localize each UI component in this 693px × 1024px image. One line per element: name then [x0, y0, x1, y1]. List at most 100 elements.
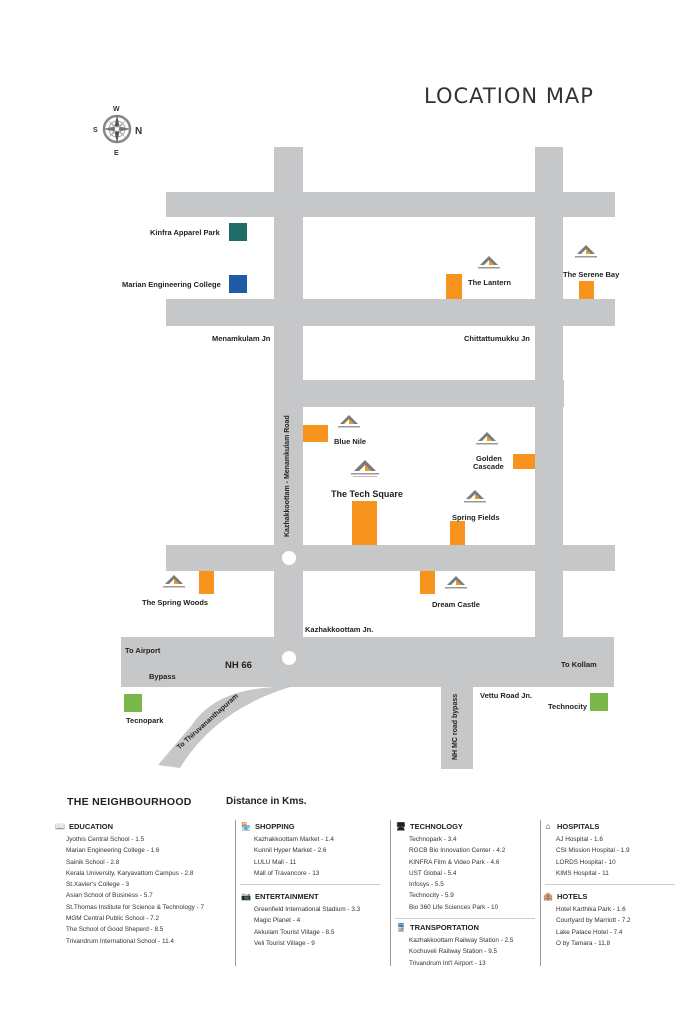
- blue-nile-logo: [338, 415, 360, 428]
- compass-icon: W S N E: [93, 106, 142, 155]
- spring-fields-logo: [464, 490, 486, 503]
- hotels-heading: HOTELS: [557, 891, 588, 901]
- list-item: Kazhakkoottam Railway Station - 2.5: [409, 937, 514, 944]
- list-item: Asian School of Business - 5.7: [66, 892, 153, 900]
- section-divider: [545, 884, 675, 885]
- list-item: MGM Central Public School - 7.2: [66, 915, 160, 923]
- list-item: UST Global - 5.4: [409, 869, 457, 877]
- tecnopark-label: Tecnopark: [126, 716, 164, 725]
- road-right: [535, 147, 563, 637]
- neighbourhood-title: THE NEIGHBOURHOOD: [67, 796, 192, 808]
- nh-mc-road-label: NH MC road bypass: [452, 693, 459, 760]
- hospitals-heading: HOSPITALS: [557, 821, 600, 831]
- list-item: Infosys - 5.5: [409, 881, 444, 889]
- vettu-road-label: Vettu Road Jn.: [480, 691, 533, 700]
- list-item: CSI Mission Hospital - 1.9: [556, 847, 630, 855]
- shopping-heading: SHOPPING: [255, 821, 295, 831]
- technology-section: 🖥 TECHNOLOGY Technopark - 3.4 RGCB Bio I…: [395, 820, 505, 913]
- list-item: Kunnil Hyper Market - 2.6: [254, 847, 327, 855]
- column-divider: [235, 820, 236, 966]
- dream-castle-marker: [420, 571, 435, 594]
- compass-east: E: [114, 150, 119, 155]
- technology-heading: TECHNOLOGY: [410, 821, 463, 831]
- golden-cascade-label-line2: Cascade: [473, 462, 504, 471]
- shopping-section: 🏪 SHOPPING Kazhakkoottam Market - 1.4 Ku…: [240, 820, 334, 879]
- road-nh-mc-bypass: [441, 687, 473, 769]
- road-bypass-curve: [158, 687, 290, 768]
- list-item: Technopark - 3.4: [409, 836, 457, 843]
- hospitals-heading-row: ⌂ HOSPITALS: [542, 820, 630, 832]
- hotel-icon: 🏨: [543, 891, 553, 901]
- tech-square-label: The Tech Square: [331, 489, 403, 499]
- hospitals-list: AJ Hospital - 1.6 CSI Mission Hospital -…: [542, 834, 630, 879]
- shopping-list: Kazhakkoottam Market - 1.4 Kunnil Hyper …: [240, 834, 334, 879]
- kazhakkoottam-jn-label: Kazhakkoottam Jn.: [305, 625, 374, 634]
- to-airport-label: To Airport: [125, 646, 161, 655]
- list-item: Bio 360 Life Sciences Park - 10: [409, 903, 499, 911]
- compass-south: S: [93, 127, 98, 134]
- lantern-label: The Lantern: [468, 278, 511, 287]
- kinfra-marker: [229, 223, 247, 241]
- lantern-logo: [478, 256, 500, 269]
- transportation-heading: TRANSPORTATION: [410, 922, 479, 932]
- hospitals-section: ⌂ HOSPITALS AJ Hospital - 1.6 CSI Missio…: [542, 820, 630, 879]
- serene-bay-logo: [575, 245, 597, 258]
- hospital-icon: ⌂: [545, 821, 551, 831]
- spring-woods-label: The Spring Woods: [142, 598, 209, 607]
- entertainment-section: 📷 ENTERTAINMENT Greenfield International…: [240, 890, 360, 949]
- education-heading: EDUCATION: [69, 821, 114, 831]
- brand-logos: [163, 245, 597, 589]
- compass-west: W: [113, 106, 120, 113]
- list-item: RGCB Bio Innovation Center - 4.2: [409, 847, 506, 855]
- list-item: Magic Planet - 4: [254, 917, 301, 925]
- list-item: Hotel Karthika Park - 1.6: [556, 906, 626, 913]
- list-item: O by Tamara - 11.8: [556, 939, 611, 947]
- kinfra-label: Kinfra Apparel Park: [150, 228, 220, 237]
- golden-cascade-label-line1: Golden: [476, 454, 502, 463]
- list-item: Technocity - 5.9: [409, 892, 454, 900]
- spring-fields-label: Spring Fields: [452, 513, 500, 522]
- list-item: LORDS Hospital - 10: [556, 858, 616, 866]
- transportation-heading-row: 🚆 TRANSPORTATION: [395, 921, 513, 933]
- list-item: Trivandrum Int'l Airport - 13: [409, 959, 486, 967]
- column-divider: [390, 820, 391, 966]
- golden-cascade-marker: [513, 454, 535, 469]
- education-list: Jyothis Central School - 1.5 Marian Engi…: [54, 834, 204, 947]
- kazhakkoottam-road-label: Kazhakkoottam - Menamkulam Road: [284, 415, 291, 537]
- technocity-marker: [590, 693, 608, 711]
- camera-icon: 📷: [241, 891, 251, 901]
- transportation-section: 🚆 TRANSPORTATION Kazhakkoottam Railway S…: [395, 921, 513, 969]
- list-item: LULU Mall - 11: [254, 858, 297, 866]
- train-icon: 🚆: [396, 922, 406, 932]
- distance-label: Distance in Kms.: [226, 796, 307, 807]
- column-divider: [540, 820, 541, 966]
- technocity-label: Technocity: [548, 702, 588, 711]
- page-title: LOCATION MAP: [424, 84, 594, 108]
- road-middle: [274, 380, 564, 407]
- to-kollam-label: To Kollam: [561, 660, 597, 669]
- list-item: Greenfield International Stadium - 3.3: [254, 906, 361, 913]
- list-item: St.Xavier's College - 3: [66, 881, 130, 889]
- list-item: Sainik School - 2.8: [66, 858, 120, 866]
- entertainment-heading-row: 📷 ENTERTAINMENT: [240, 890, 360, 902]
- list-item: Mall of Travancore - 13: [254, 869, 320, 877]
- list-item: Kerala University, Karyavattom Campus - …: [66, 869, 194, 877]
- tech-square-marker: [352, 501, 377, 545]
- list-item: Kochuveli Railway Station - 9.5: [409, 948, 498, 956]
- golden-cascade-logo: [476, 432, 498, 445]
- list-item: Courtyard by Marriott - 7.2: [556, 917, 631, 925]
- lantern-marker: [446, 274, 462, 299]
- tech-square-logo: [351, 460, 379, 477]
- shop-icon: 🏪: [241, 821, 251, 831]
- roads: [121, 147, 615, 769]
- entertainment-list: Greenfield International Stadium - 3.3 M…: [240, 904, 360, 949]
- spring-fields-marker: [450, 521, 465, 545]
- hotels-section: 🏨 HOTELS Hotel Karthika Park - 1.6 Court…: [542, 890, 631, 949]
- section-divider: [240, 884, 380, 885]
- list-item: AJ Hospital - 1.6: [556, 836, 603, 843]
- serene-bay-label: The Serene Bay: [563, 270, 620, 279]
- technology-list: Technopark - 3.4 RGCB Bio Innovation Cen…: [395, 834, 505, 913]
- blue-nile-marker: [303, 425, 328, 442]
- project-markers: [199, 274, 594, 594]
